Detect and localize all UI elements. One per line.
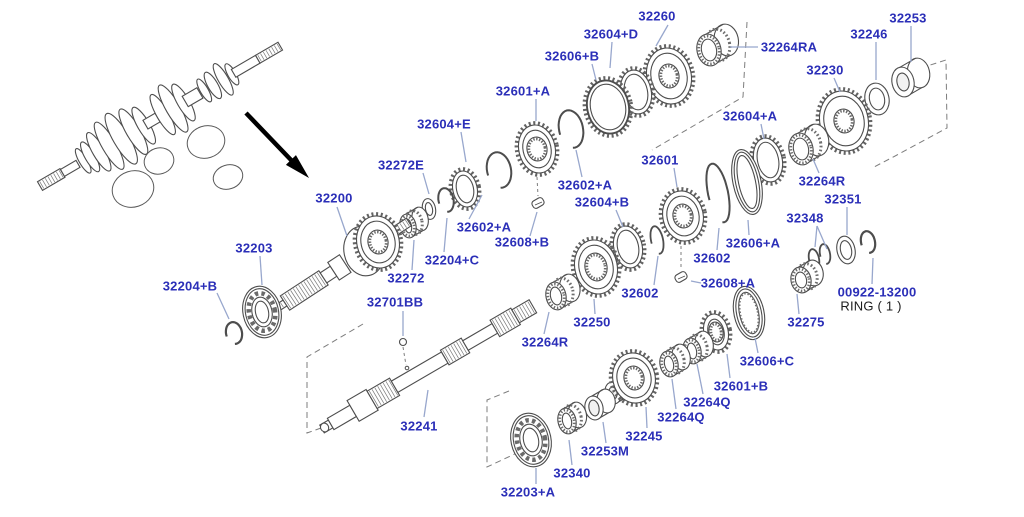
leader-line [645,406,648,429]
leader-line [460,131,467,163]
part-label[interactable]: 32601+B [714,379,769,394]
leader-line [602,421,607,444]
leader-line [760,123,765,140]
leader-line [747,219,750,236]
part-label[interactable]: 32203+A [501,485,556,500]
part-note: RING ( 1 ) [840,299,901,314]
part-label[interactable]: 32606+A [726,236,781,251]
part-label[interactable]: 32264Q [683,395,730,410]
part-label[interactable]: 32275 [787,315,824,330]
part-label[interactable]: 32204+B [163,279,218,294]
leader-line [690,280,702,284]
leader-line [673,167,678,188]
part-label[interactable]: 32264Q [657,410,704,425]
part-label[interactable]: 32246 [850,27,887,42]
part-label[interactable]: 32606+C [740,354,795,369]
part-label[interactable]: 32602 [621,286,658,301]
part-label[interactable]: 32203 [235,241,272,256]
leader-line [653,255,659,286]
leader-line [529,211,538,237]
leader-line [411,239,415,271]
part-label[interactable]: 32701BB [367,295,423,310]
leader-line [593,298,596,315]
leader-line [216,292,230,320]
leader-line [671,378,677,410]
leader-line [422,172,430,195]
leader-line [812,158,820,174]
part-label[interactable]: 32601+A [496,84,551,99]
part-label[interactable]: 32264R [522,335,569,350]
leader-line [726,353,731,379]
leader-line [615,209,624,228]
part-label[interactable]: 32272E [378,158,424,173]
leader-line [814,225,818,248]
part-label[interactable]: 32200 [315,191,352,206]
leader-line [423,389,429,418]
part-label[interactable]: 00922-13200 [838,285,917,300]
part-label[interactable]: 32272 [387,271,424,286]
diagram-art [36,21,948,468]
leader-line [575,149,583,178]
leader-line [871,257,874,285]
part-label[interactable]: 32241 [400,419,437,434]
part-label[interactable]: 32253 [889,11,926,26]
part-label[interactable]: 32348 [786,211,823,226]
part-label[interactable]: 32602 [693,251,730,266]
part-label[interactable]: 32604+E [417,117,471,132]
leader-lines [216,24,912,484]
part-label[interactable]: 32604+D [584,27,639,42]
part-label[interactable]: 32245 [625,429,662,444]
part-label[interactable]: 32602+A [457,220,512,235]
part-label[interactable]: 32230 [806,63,843,78]
leader-line [609,41,613,69]
part-label[interactable]: 32604+A [723,109,778,124]
part-label[interactable]: 32602+A [558,178,613,193]
leader-line [259,255,263,286]
leader-line [543,311,550,335]
leader-line [655,24,669,47]
part-label[interactable]: 32608+B [495,235,550,250]
part-label[interactable]: 32351 [824,192,861,207]
part-label[interactable]: 32260 [638,9,675,24]
part-label[interactable]: 32264RA [761,40,818,55]
leader-line [568,439,573,466]
part-label[interactable]: 32601 [641,153,678,168]
part-label[interactable]: 32204+C [425,253,480,268]
leader-line [591,63,597,81]
leader-line [716,227,720,251]
leader-line [468,194,483,220]
leader-line [754,337,759,354]
part-label[interactable]: 32604+B [575,195,630,210]
part-label[interactable]: 32264R [799,174,846,189]
part-label[interactable]: 32606+B [545,49,600,64]
leader-line [796,293,800,315]
part-label[interactable]: 32253M [581,444,629,459]
leader-line [443,217,448,253]
leader-line [833,77,841,93]
leader-line [816,225,828,250]
part-label[interactable]: 32340 [553,466,590,481]
leader-line [336,206,348,237]
leader-line [696,363,704,395]
part-label[interactable]: 32608+A [701,276,756,291]
part-label[interactable]: 32250 [573,315,610,330]
